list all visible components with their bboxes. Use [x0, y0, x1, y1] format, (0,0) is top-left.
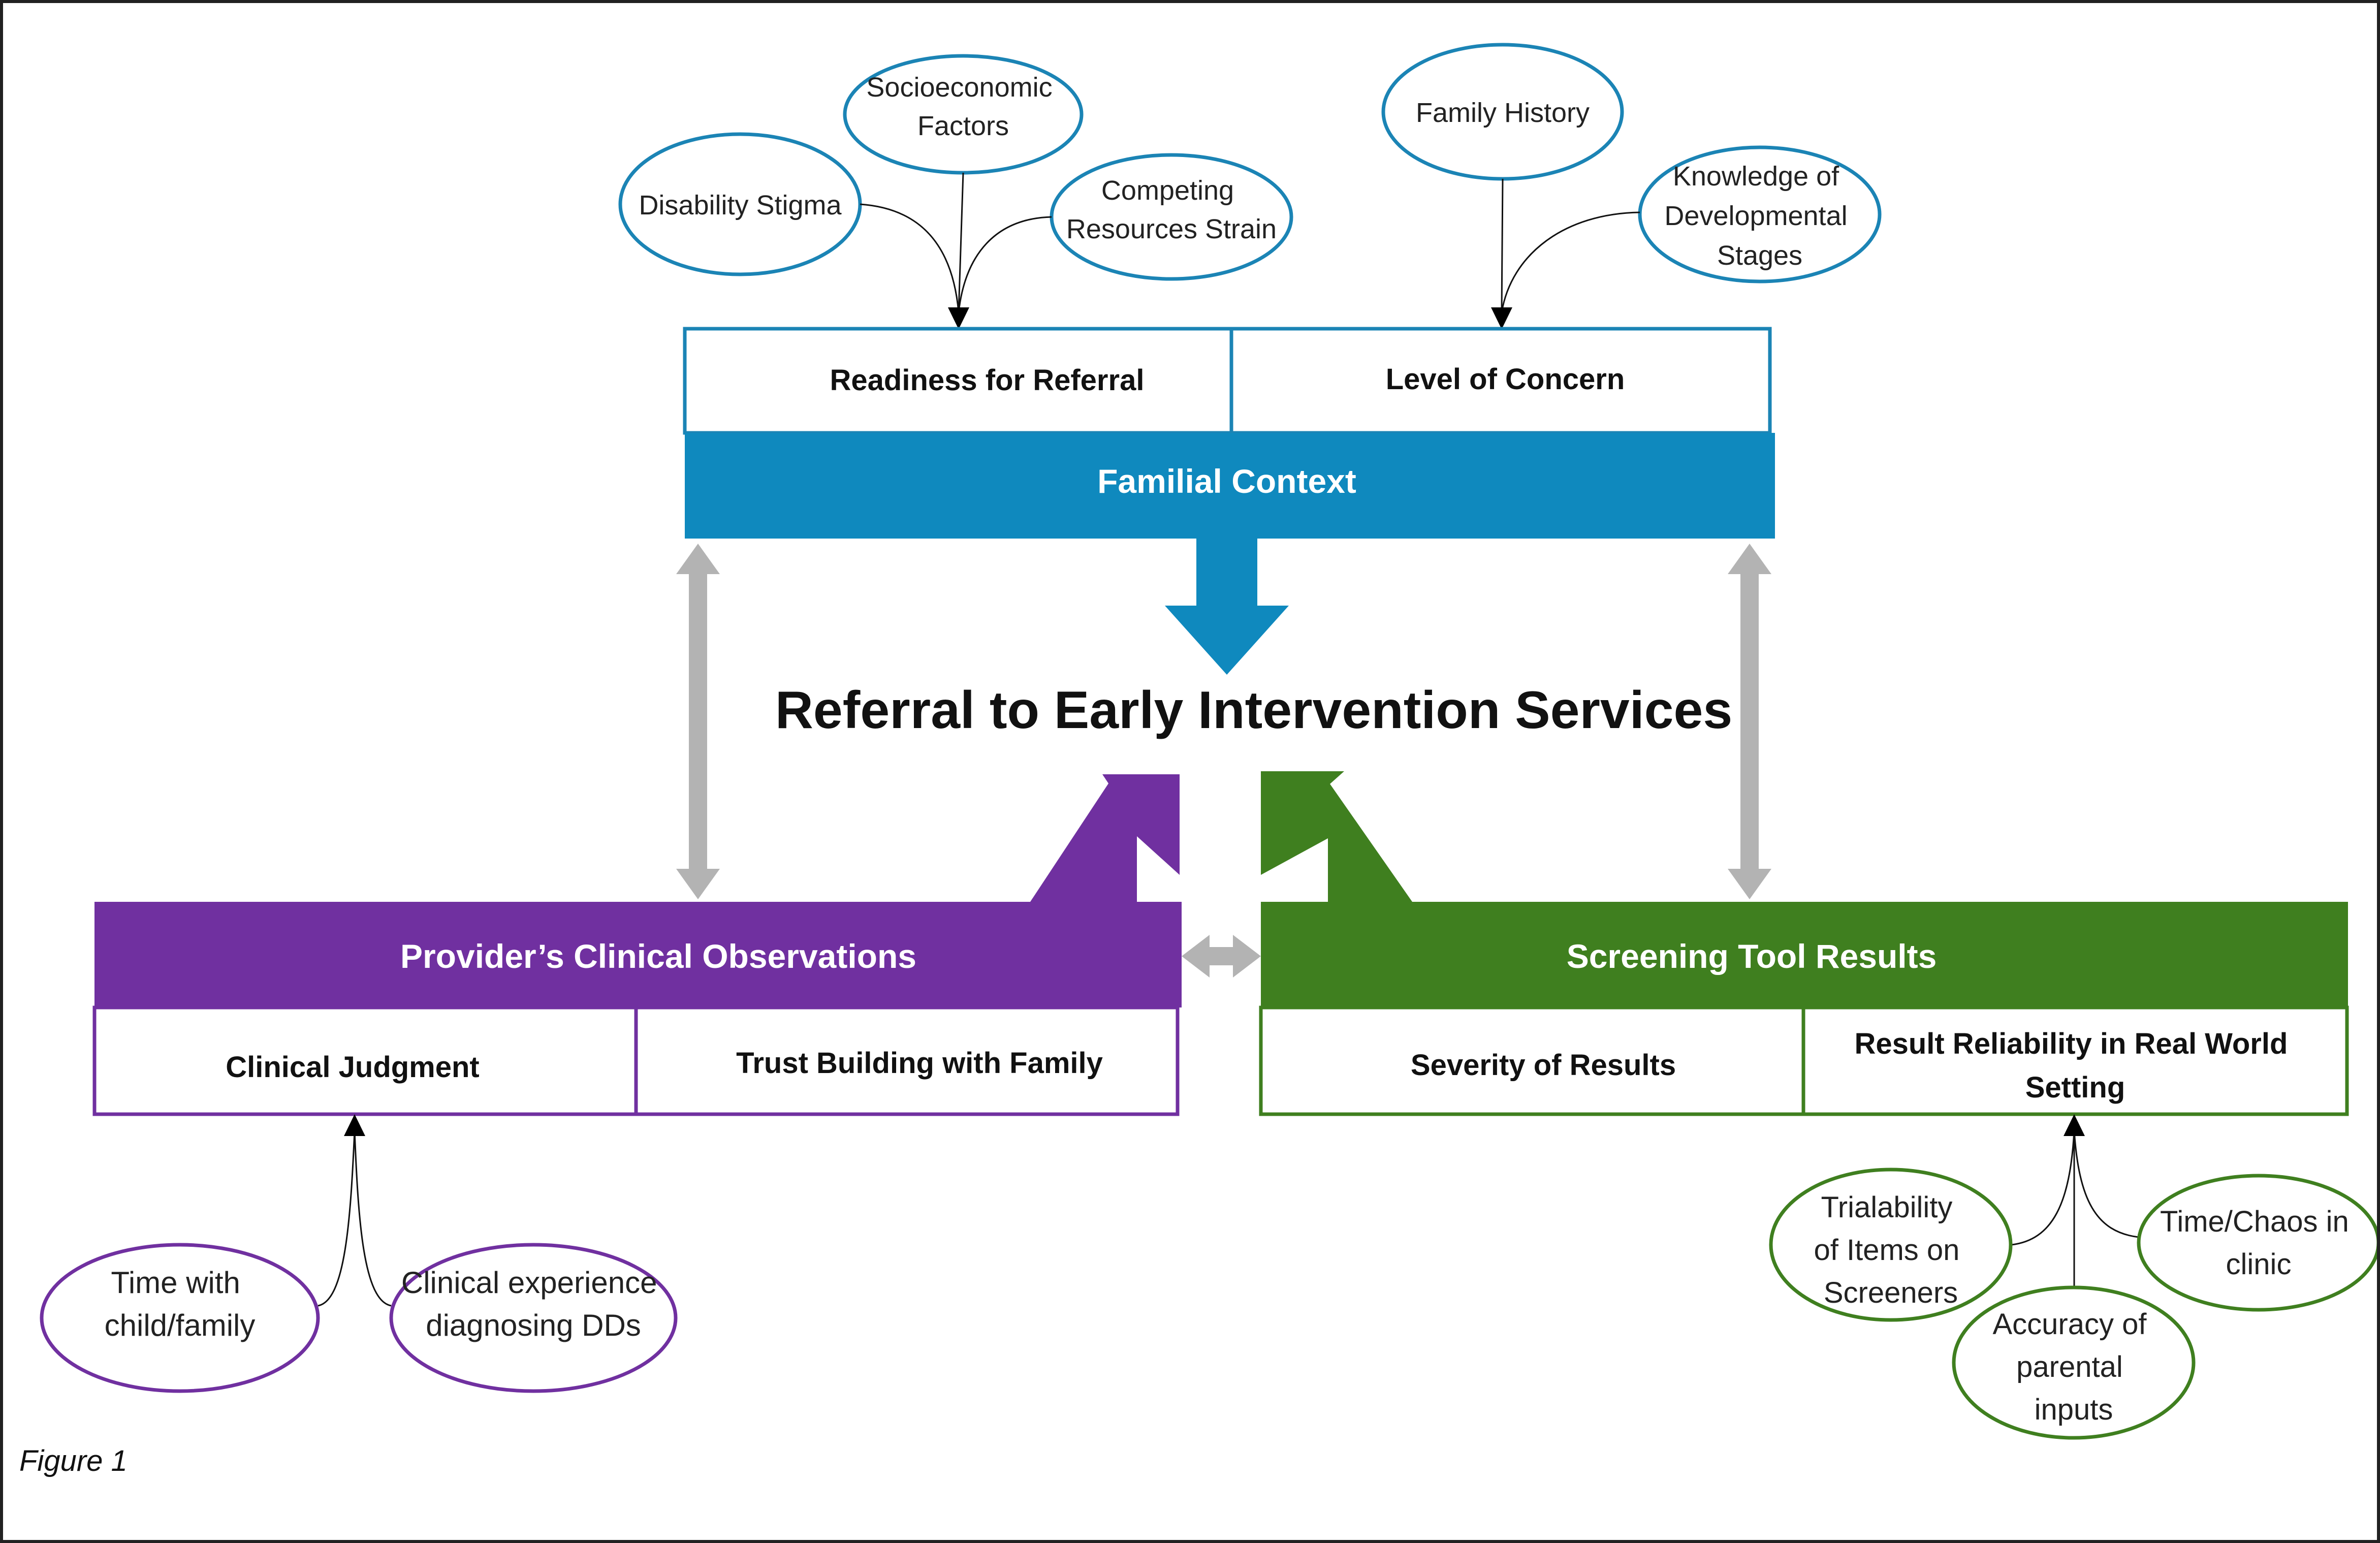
- provider-connectors: [318, 1114, 392, 1307]
- arrow-familial-to-referral: [1165, 539, 1289, 675]
- oval-knowledge-stages: [1638, 145, 1882, 284]
- oval-clinical-experience: [389, 1243, 678, 1393]
- oval-time-chaos-text: Time/Chaos in clinic: [2160, 1205, 2357, 1281]
- figure-caption: Figure 1: [19, 1444, 128, 1477]
- oval-time-line-2: child/family: [105, 1308, 256, 1342]
- oval-clinical-experience-text: Clinical experience diagnosing DDs: [401, 1266, 665, 1342]
- arrowhead-clinical-judgment: [344, 1114, 365, 1136]
- box-trust-building-label: Trust Building with Family: [736, 1047, 1103, 1080]
- box-readiness-for-referral: [683, 327, 1233, 435]
- oval-knowledge-line-2: Developmental: [1664, 201, 1847, 231]
- arrowhead-readiness: [948, 307, 969, 329]
- oval-experience-line-2: diagnosing DDs: [426, 1308, 641, 1342]
- oval-accuracy-line-1: Accuracy of: [1992, 1308, 2147, 1341]
- oval-time-with-child: [40, 1243, 320, 1393]
- box-clinical-judgment-label: Clinical Judgment: [226, 1051, 480, 1084]
- box-reliability-line-2: Setting: [2025, 1071, 2125, 1104]
- oval-chaos-line-1: Time/Chaos in: [2160, 1205, 2349, 1238]
- box-severity-of-results: [1259, 1005, 1805, 1116]
- oval-competing-line-1: Competing: [1101, 175, 1234, 206]
- banner-provider-label: Provider’s Clinical Observations: [400, 937, 916, 975]
- arrowhead-concern: [1491, 307, 1512, 329]
- oval-accuracy-line-3: inputs: [2035, 1393, 2113, 1426]
- oval-family-history-line-1: Family History: [1416, 98, 1590, 128]
- banner-screening-label: Screening Tool Results: [1567, 937, 1937, 975]
- oval-time-line-1: Time with: [111, 1266, 240, 1300]
- connector-family-history: [1501, 178, 1504, 313]
- bidirectional-arrows: [676, 544, 1771, 978]
- connector-socioeconomic: [958, 172, 964, 313]
- banner-familial-context: [685, 433, 1775, 539]
- oval-trialability-line-2: of Items on: [1814, 1234, 1959, 1267]
- connector-chaos: [2073, 1130, 2139, 1238]
- arrow-provider-to-referral: [1030, 774, 1180, 902]
- connector-competing: [958, 216, 1052, 313]
- oval-disability-stigma-line-1: Disability Stigma: [639, 190, 842, 221]
- box-reliability-line-1: Result Reliability in Real World: [1854, 1027, 2288, 1060]
- provider-boxes: Clinical Judgment Trust Building with Fa…: [92, 1005, 1180, 1116]
- double-arrow-left-vertical: [676, 544, 720, 899]
- box-clinical-judgment: [92, 1005, 638, 1116]
- banner-provider-observations: [94, 902, 1182, 1007]
- box-result-reliability: [1801, 1005, 2349, 1116]
- box-trust-building: [634, 1005, 1180, 1116]
- provider-ovals: Time with child/family Clinical experien…: [40, 1243, 678, 1393]
- oval-competing-line-2: Resources Strain: [1066, 214, 1277, 244]
- oval-competing-resources-text: Competing Resources Strain: [1066, 175, 1277, 244]
- box-readiness-label: Readiness for Referral: [830, 364, 1145, 397]
- oval-family-history-text: Family History: [1416, 98, 1590, 128]
- connector-stigma: [860, 203, 960, 313]
- oval-trialability-text: Trialability of Items on Screeners: [1814, 1191, 1968, 1309]
- familial-banner: Familial Context: [685, 433, 1775, 539]
- provider-banner: Provider’s Clinical Observations: [94, 774, 1182, 1007]
- oval-knowledge-line-3: Stages: [1717, 240, 1802, 271]
- oval-trialability-line-1: Trialability: [1821, 1191, 1952, 1224]
- box-severity-label: Severity of Results: [1411, 1049, 1676, 1082]
- connector-knowledge: [1501, 211, 1640, 313]
- connector-clinical-experience: [354, 1130, 392, 1307]
- double-arrow-right-vertical: [1728, 544, 1771, 899]
- oval-chaos-line-2: clinic: [2226, 1248, 2292, 1281]
- oval-knowledge-stages-text: Knowledge of Developmental Stages: [1664, 161, 1855, 271]
- arrow-screening-to-referral: [1261, 771, 1414, 902]
- oval-socioeconomic-line-1: Socioeconomic: [866, 72, 1052, 103]
- box-reliability-label: Result Reliability in Real World Setting: [1854, 1027, 2296, 1104]
- oval-time-with-child-text: Time with child/family: [105, 1266, 256, 1342]
- box-concern-label: Level of Concern: [1386, 363, 1625, 396]
- screening-banner: Screening Tool Results: [1261, 771, 2348, 1007]
- arrowhead-reliability: [2064, 1114, 2085, 1136]
- banner-familial-label: Familial Context: [1097, 462, 1356, 500]
- oval-trialability: [1769, 1168, 2013, 1322]
- oval-knowledge-line-1: Knowledge of: [1673, 161, 1839, 192]
- oval-accuracy-line-2: parental: [2016, 1350, 2123, 1383]
- connector-trialability: [2011, 1130, 2075, 1246]
- familial-boxes: Readiness for Referral Level of Concern: [683, 327, 1772, 435]
- oval-accuracy-parental: [1952, 1285, 2196, 1440]
- oval-disability-stigma-text: Disability Stigma: [639, 190, 842, 221]
- screening-boxes: Severity of Results Result Reliability i…: [1259, 1005, 2349, 1116]
- oval-experience-line-1: Clinical experience: [401, 1266, 657, 1300]
- oval-socioeconomic-text: Socioeconomic Factors: [866, 72, 1060, 141]
- oval-accuracy-text: Accuracy of parental inputs: [1992, 1308, 2154, 1426]
- double-arrow-horizontal: [1182, 935, 1261, 978]
- oval-socioeconomic-line-2: Factors: [917, 111, 1009, 141]
- familial-connectors: [860, 172, 1640, 329]
- screening-connectors: [2011, 1114, 2139, 1288]
- familial-ovals: Socioeconomic Factors Disability Stigma …: [618, 43, 1882, 284]
- connector-time-with-child: [318, 1130, 356, 1307]
- banner-screening-results: [1261, 902, 2348, 1007]
- oval-trialability-line-3: Screeners: [1824, 1276, 1958, 1309]
- main-title: Referral to Early Intervention Services: [775, 681, 1732, 740]
- screening-ovals: Trialability of Items on Screeners Accur…: [1769, 1168, 2380, 1440]
